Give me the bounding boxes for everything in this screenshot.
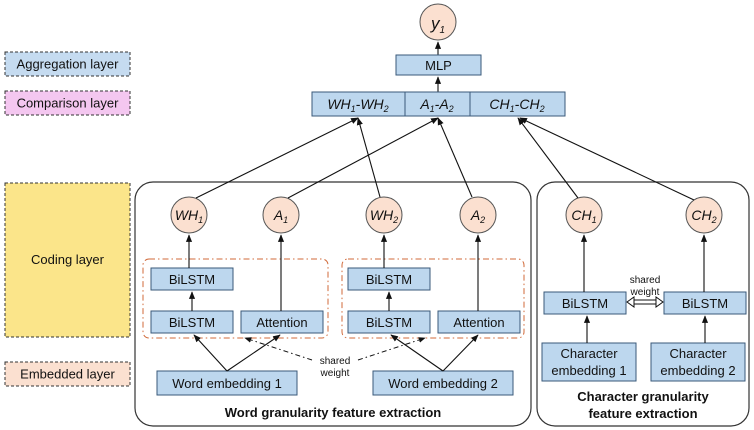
bilstm-bottom-2-label: BiLSTM bbox=[366, 315, 412, 330]
layer-legend: Aggregation layer Comparison layer Codin… bbox=[4, 51, 131, 387]
ch2-to-comparison-arrow bbox=[519, 117, 695, 201]
comparison-bar: WH1-WH2 A1-A2 CH1-CH2 bbox=[311, 91, 566, 117]
node-a2: A2 bbox=[459, 196, 497, 234]
char-bilstm-2-label: BiLSTM bbox=[682, 296, 728, 311]
coding-layer-label: Coding layer bbox=[31, 252, 105, 267]
char-embedding-2-line1: Character bbox=[669, 346, 727, 361]
svg-text:WH2: WH2 bbox=[370, 207, 398, 225]
attention-2 bbox=[437, 310, 521, 334]
char-shared-weight-double-arrow bbox=[626, 296, 664, 308]
mlp-label: MLP bbox=[425, 58, 452, 73]
svg-text:WH1: WH1 bbox=[175, 207, 203, 225]
char-shared-weight-line1: shared bbox=[630, 275, 661, 286]
wh1-to-comparison-arrow bbox=[195, 117, 359, 199]
mlp-box bbox=[395, 54, 482, 76]
svg-text:CH1: CH1 bbox=[571, 207, 596, 225]
bilstm-bottom-1-label: BiLSTM bbox=[169, 315, 215, 330]
a2-to-comparison-arrow bbox=[437, 117, 473, 198]
output-node: y1 bbox=[419, 3, 457, 41]
comparison-cell-wh: WH1-WH2 bbox=[327, 96, 388, 114]
word-embedding-2 bbox=[372, 370, 514, 396]
char-shared-weight-line2: weight bbox=[630, 287, 660, 298]
char-panel-title-line1: Character granularity bbox=[577, 389, 709, 404]
bilstm-top-1-label: BiLSTM bbox=[169, 272, 215, 287]
char-embedding-1 bbox=[541, 342, 637, 382]
node-ch2: CH2 bbox=[685, 196, 723, 234]
embedded-layer-box bbox=[4, 361, 131, 387]
word-embedding-1-label: Word embedding 1 bbox=[172, 376, 282, 391]
char-embedding-2 bbox=[650, 342, 746, 382]
attention-2-label: Attention bbox=[453, 315, 504, 330]
svg-text:CH2: CH2 bbox=[691, 207, 716, 225]
char-bilstm-1-label: BiLSTM bbox=[562, 296, 608, 311]
character-granularity-panel bbox=[536, 181, 750, 427]
char-embedding-2-line2: embedding 2 bbox=[660, 363, 735, 378]
wh2-to-comparison-arrow bbox=[356, 117, 381, 198]
aggregation-layer-box bbox=[4, 51, 131, 77]
embedded-layer-label: Embedded layer bbox=[20, 367, 115, 382]
aggregation-layer-label: Aggregation layer bbox=[17, 57, 120, 72]
attention-1-label: Attention bbox=[256, 315, 307, 330]
word-granularity-panel bbox=[134, 181, 532, 427]
coding-layer-box bbox=[4, 182, 131, 338]
word-embedding-1 bbox=[156, 370, 298, 396]
char-panel-title-line2: feature extraction bbox=[588, 406, 697, 421]
shared-weight-arrow-right bbox=[357, 337, 426, 361]
a1-to-comparison-arrow bbox=[287, 117, 439, 199]
ch1-to-comparison-arrow bbox=[517, 117, 579, 199]
emb2-to-attention2-arrow bbox=[442, 334, 479, 372]
char-bilstm-1 bbox=[543, 291, 627, 315]
word-panel-title: Word granularity feature extraction bbox=[225, 405, 442, 420]
char-embedding-1-line2: embedding 1 bbox=[551, 363, 626, 378]
char-embedding-1-line1: Character bbox=[560, 346, 618, 361]
node-wh2: WH2 bbox=[365, 196, 403, 234]
bilstm-top-1 bbox=[150, 267, 234, 291]
output-y1-label: y1 bbox=[430, 14, 445, 36]
word-embedding-2-label: Word embedding 2 bbox=[388, 376, 498, 391]
comparison-cell-a: A1-A2 bbox=[419, 96, 453, 114]
emb2-to-bilstm2-arrow bbox=[390, 334, 444, 372]
emb1-to-bilstm1-arrow bbox=[193, 334, 228, 372]
bilstm-top-2-label: BiLSTM bbox=[366, 272, 412, 287]
shared-weight-arrow-left bbox=[244, 337, 313, 361]
node-ch1: CH1 bbox=[565, 196, 603, 234]
emb1-to-attention1-arrow bbox=[226, 334, 281, 372]
char-bilstm-2 bbox=[663, 291, 747, 315]
word-shared-weight-line1: shared bbox=[320, 356, 351, 367]
word-group-1-outline bbox=[142, 258, 329, 339]
comparison-cell-ch: CH1-CH2 bbox=[489, 96, 544, 114]
word-shared-weight-line2: weight bbox=[320, 368, 350, 379]
comparison-layer-box bbox=[4, 90, 131, 116]
node-a1: A1 bbox=[262, 196, 300, 234]
comparison-layer-label: Comparison layer bbox=[17, 96, 120, 111]
node-wh1: WH1 bbox=[170, 196, 208, 234]
attention-1 bbox=[240, 310, 324, 334]
bilstm-top-2 bbox=[347, 267, 431, 291]
word-group-2-outline bbox=[341, 258, 525, 339]
